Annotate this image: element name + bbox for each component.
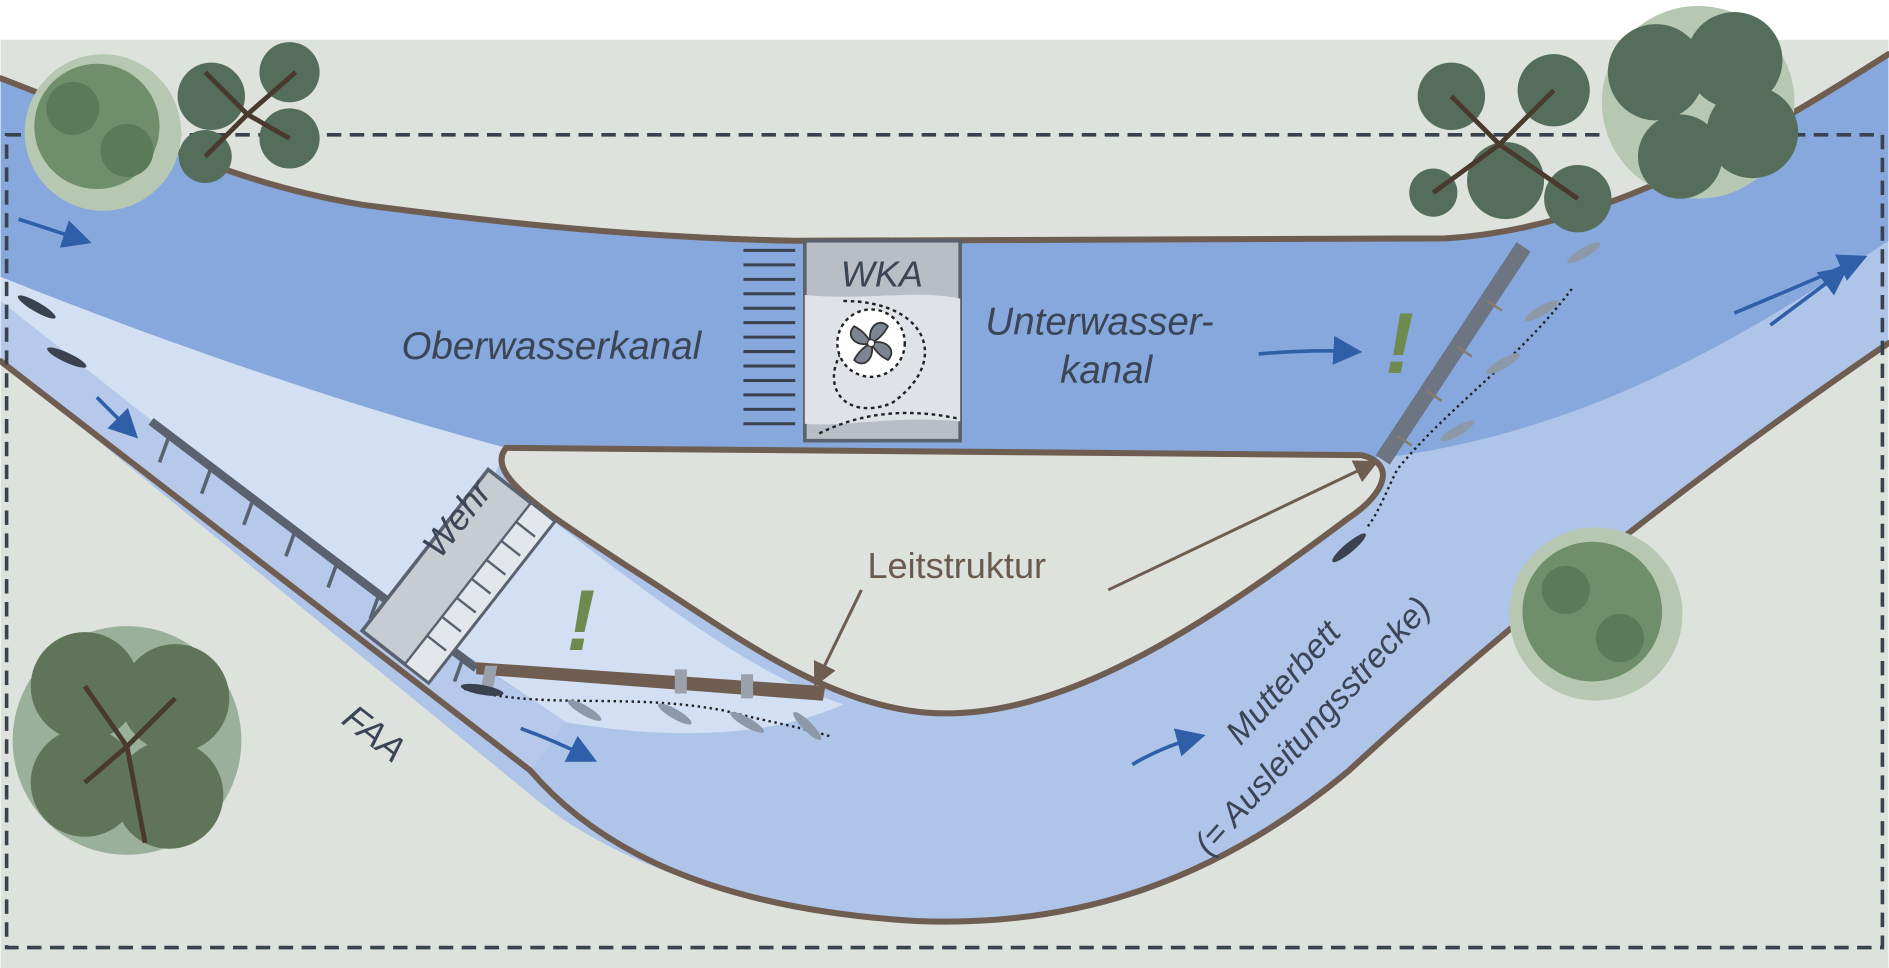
guidance-structure-upper <box>1375 242 1531 465</box>
flow-arrow-icon <box>1769 266 1849 327</box>
turbine-icon <box>836 308 906 379</box>
fish-icon <box>1486 353 1521 375</box>
fish-icon <box>1332 533 1366 563</box>
flow-arrow-icon <box>1131 728 1206 767</box>
fish-migration-path-lower <box>463 687 832 738</box>
tree-icon <box>177 42 320 184</box>
fish-icon <box>657 703 692 725</box>
label-unterwasserkanal-1: Unterwasser- <box>985 301 1213 344</box>
fish-icon <box>567 699 602 721</box>
leitstruktur-pointer-upper <box>1107 460 1379 592</box>
island <box>498 444 1386 717</box>
tree-icon <box>1409 54 1612 233</box>
fish-icon <box>17 295 56 319</box>
lower-bank <box>0 340 1889 925</box>
fish-icon <box>47 347 87 368</box>
tree-icon <box>24 54 182 211</box>
fish-icon <box>1440 420 1475 442</box>
fish-icon <box>1566 242 1601 264</box>
flow-arrow-icon <box>520 726 597 762</box>
flow-arrow-icon <box>1258 335 1363 365</box>
fish-icon <box>730 711 764 733</box>
tree-icon <box>12 626 242 855</box>
fish-icon <box>1524 300 1559 322</box>
study-area-boundary <box>4 133 1885 950</box>
label-unterwasserkanal-2: kanal <box>1060 349 1154 392</box>
trash-rack <box>743 248 796 426</box>
tree-icon <box>1601 6 1799 199</box>
weir-pool-water <box>0 276 844 734</box>
power-plant-wka <box>743 238 962 443</box>
flow-arrow-icon <box>1733 254 1868 315</box>
fish-icon <box>793 711 822 741</box>
warning-mark-outlet: ! <box>1385 296 1414 392</box>
guidance-structure-lower <box>476 662 826 701</box>
leitstruktur-pointer-lower <box>813 589 863 687</box>
flow-arrow-icon <box>95 396 139 439</box>
warning-mark-weir: ! <box>566 573 595 669</box>
label-wka: WKA <box>841 254 923 295</box>
fish-icon <box>460 683 504 696</box>
label-oberwasserkanal: Oberwasserkanal <box>402 325 703 368</box>
weir <box>359 467 558 686</box>
tree-icon <box>1509 527 1683 701</box>
flow-arrow-icon <box>18 217 92 248</box>
label-leitstruktur: Leitstruktur <box>867 545 1046 586</box>
fish-icons <box>17 242 1601 741</box>
flow-arrows <box>18 217 1868 767</box>
